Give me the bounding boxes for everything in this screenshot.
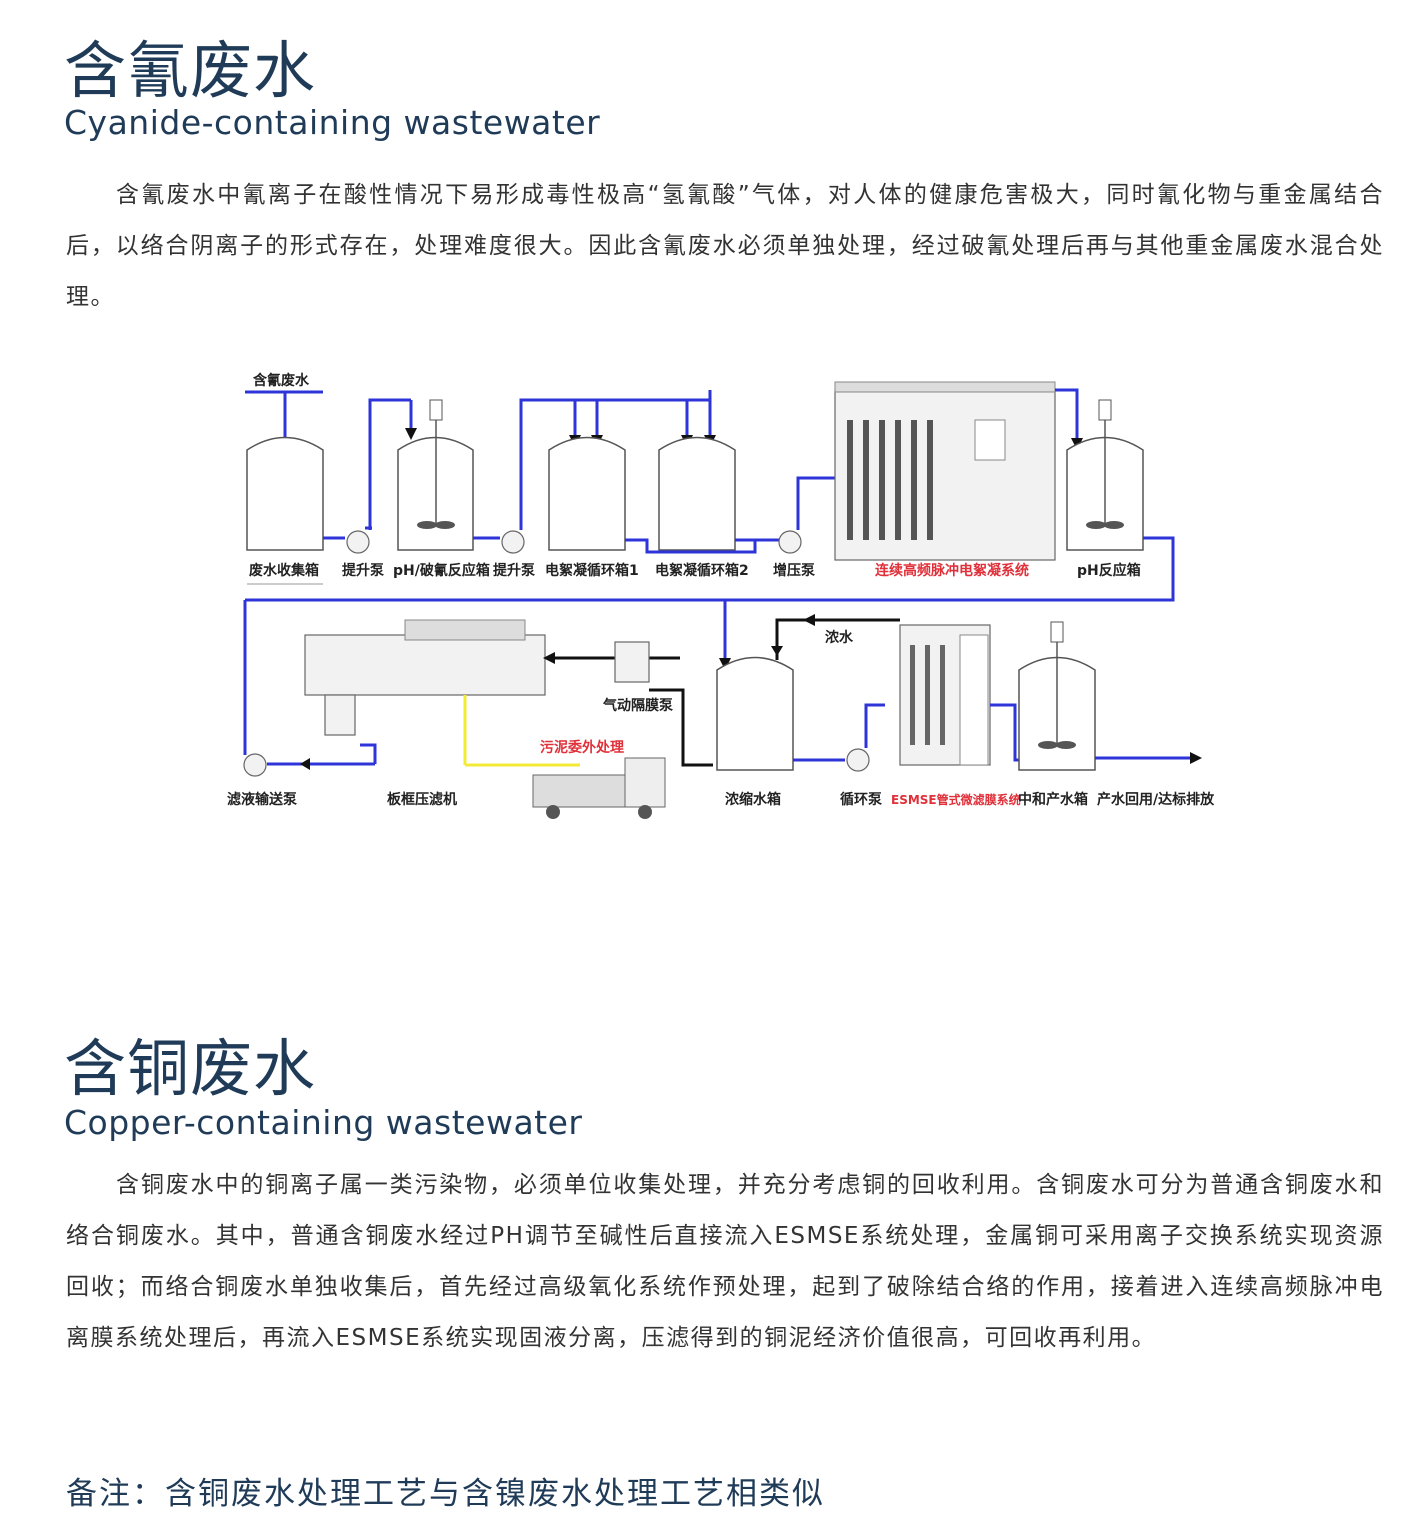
- label-collect-tank: 废水收集箱: [249, 562, 319, 579]
- filter-press-equipment: [304, 619, 546, 736]
- input-label: 含氰废水: [253, 372, 310, 389]
- label-ec-tank-2: 电絮凝循环箱2: [655, 562, 749, 579]
- label-lift-pump-2: 提升泵: [493, 562, 535, 579]
- diaphragm-pump-icon: [614, 641, 650, 683]
- label-diaphragm-pump: 气动隔膜泵: [602, 697, 673, 714]
- section2-title: 含铜废水: [64, 1032, 317, 1105]
- section1-paragraph: 含氰废水中氰离子在酸性情况下易形成毒性极高“氢氰酸”气体，对人体的健康危害极大，…: [66, 182, 1384, 310]
- section2-paragraph: 含铜废水中的铜离子属一类污染物，必须单位收集处理，并充分考虑铜的回收利用。含铜废…: [66, 1172, 1384, 1351]
- label-boost-pump: 增压泵: [773, 562, 815, 579]
- section2-subtitle: Copper-containing wastewater: [64, 1103, 583, 1142]
- label-output: 产水回用/达标排放: [1097, 791, 1215, 808]
- label-esmse: ESMSE管式微滤膜系统: [891, 792, 1021, 807]
- section1-title: 含氰废水: [64, 34, 317, 107]
- lift-pump-1-icon: [346, 530, 370, 554]
- label-neutral-tank: 中和产水箱: [1018, 791, 1088, 808]
- collect-tank: [246, 436, 324, 551]
- label-circ-pump: 循环泵: [840, 791, 882, 808]
- lift-pump-2-icon: [501, 530, 525, 554]
- section1-subtitle: Cyanide-containing wastewater: [64, 103, 601, 142]
- label-filtrate-pump: 滤液输送泵: [227, 791, 297, 808]
- label-sludge: 污泥委外处理: [540, 739, 624, 756]
- label-filter-press: 板框压滤机: [387, 791, 457, 808]
- label-conc-tank: 浓缩水箱: [725, 791, 781, 808]
- label-ec-tank-1: 电絮凝循环箱1: [545, 562, 639, 579]
- note: 备注：含铜废水处理工艺与含镍废水处理工艺相类似: [66, 1476, 825, 1512]
- cyanide-process-diagram: 含氰废水 废水收集箱 提升泵 pH/破氰反应箱 提升泵 电絮凝循环箱1 电絮凝循…: [227, 372, 1215, 819]
- label-lift-pump-1: 提升泵: [342, 562, 384, 579]
- circulation-pump-icon: [846, 748, 870, 772]
- label-ph-tank: pH反应箱: [1077, 562, 1141, 579]
- boost-pump-icon: [778, 530, 802, 554]
- label-ph-cyanide-tank: pH/破氰反应箱: [393, 562, 490, 579]
- esmse-equipment: [899, 624, 991, 766]
- truck-icon: [532, 757, 666, 819]
- label-pulse-system: 连续高频脉冲电絮凝系统: [875, 562, 1029, 579]
- pulse-system-equipment: [834, 381, 1056, 561]
- filtrate-pump-icon: [243, 753, 267, 777]
- label-concentrate: 浓水: [825, 629, 854, 646]
